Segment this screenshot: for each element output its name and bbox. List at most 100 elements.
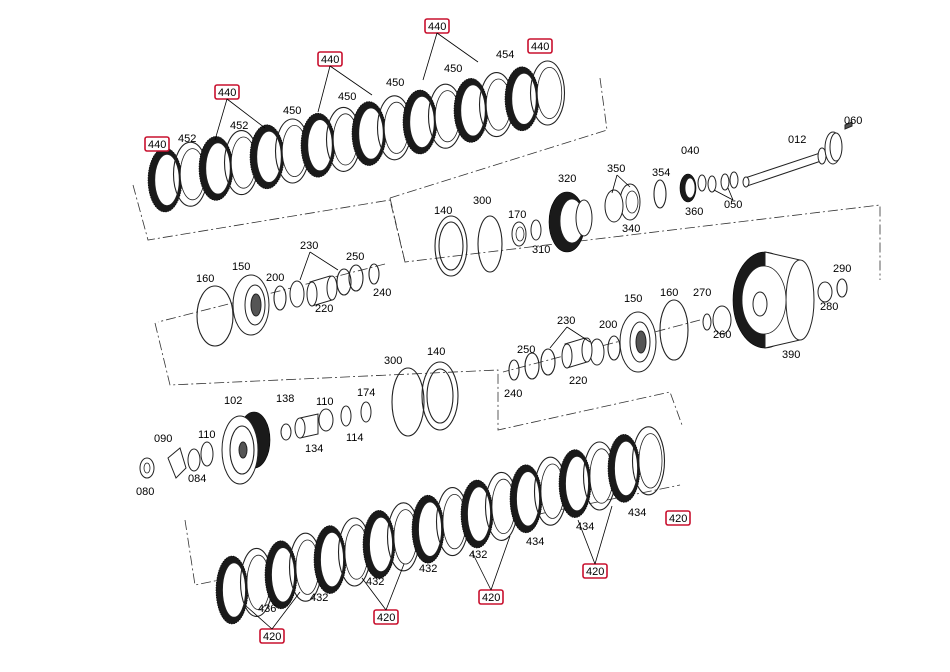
label-390: 390 xyxy=(782,349,800,361)
label-452: 452 xyxy=(178,133,196,145)
label-160: 160 xyxy=(196,273,214,285)
clutch-plate xyxy=(223,130,260,196)
label-434: 434 xyxy=(576,521,594,533)
clutch-plate xyxy=(249,124,285,190)
label-354: 354 xyxy=(652,167,670,179)
label-420: 420 xyxy=(482,592,500,604)
upper-clutch-pack xyxy=(147,60,566,213)
label-450: 450 xyxy=(283,105,301,117)
label-084: 084 xyxy=(188,473,206,485)
label-432: 432 xyxy=(310,592,328,604)
label-440: 440 xyxy=(148,139,166,151)
label-440: 440 xyxy=(531,41,549,53)
label-160: 160 xyxy=(660,287,678,299)
label-170: 170 xyxy=(508,209,526,221)
label-150: 150 xyxy=(232,261,250,273)
label-134: 134 xyxy=(305,443,323,455)
label-150: 150 xyxy=(624,293,642,305)
drum-assembly xyxy=(508,251,848,381)
label-240: 240 xyxy=(504,388,522,400)
clutch-plate xyxy=(460,479,494,549)
label-432: 432 xyxy=(419,563,437,575)
label-420: 420 xyxy=(586,566,604,578)
label-040: 040 xyxy=(681,145,699,157)
label-200: 200 xyxy=(266,272,284,284)
clutch-plate xyxy=(435,487,470,557)
label-114: 114 xyxy=(346,432,364,444)
part-number-labels: 440 452 440 452 450 440 450 450 440 450 … xyxy=(136,18,862,644)
upper-piston-assembly xyxy=(434,215,503,277)
assembly-frame-lines xyxy=(132,77,881,586)
label-432: 432 xyxy=(469,549,487,561)
label-200: 200 xyxy=(599,319,617,331)
label-102: 102 xyxy=(224,395,242,407)
label-452: 452 xyxy=(230,120,248,132)
clutch-plate xyxy=(147,147,183,213)
clutch-plate xyxy=(509,464,543,534)
clutch-plate xyxy=(631,426,666,496)
clutch-plate xyxy=(362,510,396,579)
label-434: 434 xyxy=(526,536,544,548)
label-138: 138 xyxy=(276,393,294,405)
label-350: 350 xyxy=(607,163,625,175)
label-432: 432 xyxy=(366,576,384,588)
label-420: 420 xyxy=(377,612,395,624)
label-240: 240 xyxy=(373,287,391,299)
label-300: 300 xyxy=(473,195,491,207)
label-290: 290 xyxy=(833,263,851,275)
label-140: 140 xyxy=(434,205,452,217)
clutch-plate xyxy=(300,112,336,178)
label-110: 110 xyxy=(198,429,216,441)
clutch-plate xyxy=(402,89,438,155)
label-270: 270 xyxy=(693,287,711,299)
label-110: 110 xyxy=(316,396,334,408)
clutch-plate xyxy=(198,136,234,201)
input-shaft-assembly xyxy=(511,121,853,253)
label-454: 454 xyxy=(496,49,514,61)
label-440: 440 xyxy=(218,87,236,99)
label-230: 230 xyxy=(557,315,575,327)
label-450: 450 xyxy=(444,63,462,75)
lower-clutch-pack xyxy=(215,426,666,625)
clutch-plate xyxy=(558,449,592,518)
label-060: 060 xyxy=(844,115,862,127)
label-436: 436 xyxy=(258,603,276,615)
label-450: 450 xyxy=(338,91,356,103)
label-450: 450 xyxy=(386,77,404,89)
label-174: 174 xyxy=(357,387,375,399)
label-420: 420 xyxy=(669,513,687,525)
label-420: 420 xyxy=(263,631,281,643)
clutch-plate xyxy=(351,101,387,166)
label-080: 080 xyxy=(136,486,154,498)
label-300: 300 xyxy=(384,355,402,367)
label-230: 230 xyxy=(300,240,318,252)
clutch-plate xyxy=(215,555,249,625)
clutch-plate xyxy=(529,60,566,126)
label-140: 140 xyxy=(427,346,445,358)
clutch-plate xyxy=(411,494,445,564)
label-280: 280 xyxy=(820,301,838,313)
output-gear-assembly xyxy=(139,361,459,485)
clutch-plate xyxy=(504,66,540,132)
label-434: 434 xyxy=(628,507,646,519)
label-050: 050 xyxy=(724,199,742,211)
label-440: 440 xyxy=(321,54,339,66)
label-090: 090 xyxy=(154,433,172,445)
clutch-plate xyxy=(453,78,489,143)
label-340: 340 xyxy=(622,223,640,235)
label-220: 220 xyxy=(315,303,333,315)
label-310: 310 xyxy=(532,244,550,256)
label-250: 250 xyxy=(346,251,364,263)
label-440: 440 xyxy=(428,21,446,33)
clutch-plate xyxy=(313,525,347,594)
label-360: 360 xyxy=(685,206,703,218)
clutch-plate xyxy=(607,434,641,503)
clutch-plate xyxy=(172,141,209,207)
clutch-plate xyxy=(264,540,298,610)
label-012: 012 xyxy=(788,134,806,146)
label-220: 220 xyxy=(569,375,587,387)
label-250: 250 xyxy=(517,344,535,356)
label-320: 320 xyxy=(558,173,576,185)
left-piston-assembly xyxy=(196,263,380,347)
